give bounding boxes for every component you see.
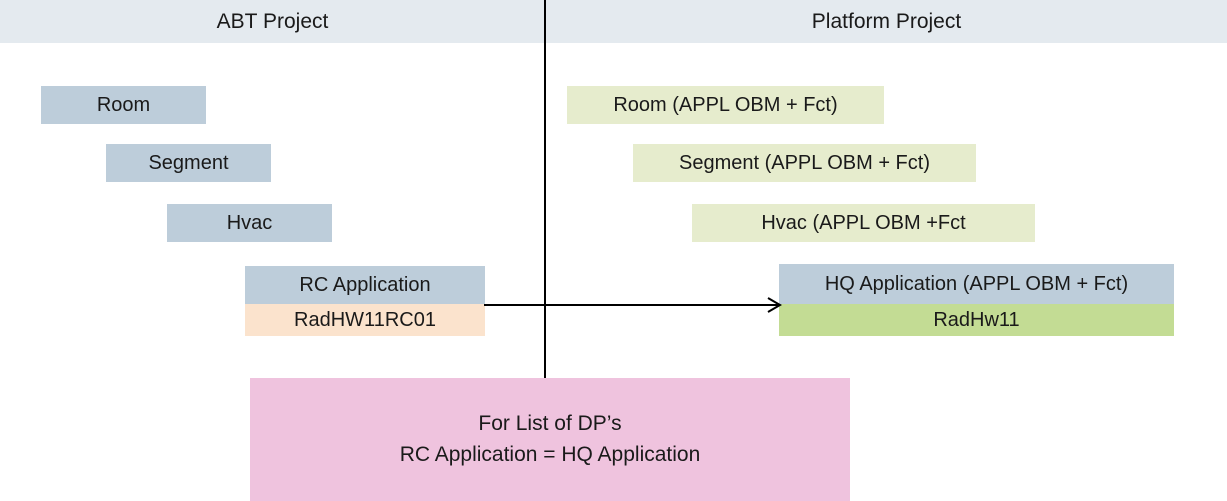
- header-title-abt-project: ABT Project: [216, 10, 329, 33]
- column-divider: [544, 0, 546, 378]
- header-band: [0, 0, 1227, 43]
- node-rc-application[interactable]: RC Application: [245, 266, 485, 304]
- node-radhw11rc01[interactable]: RadHW11RC01: [245, 304, 485, 336]
- node-room[interactable]: Room: [41, 86, 206, 124]
- header-title-platform-project: Platform Project: [811, 10, 962, 33]
- note-box: For List of DP’s RC Application = HQ App…: [250, 378, 850, 501]
- note-line-1: For List of DP’s: [478, 412, 622, 436]
- node-hvac[interactable]: Hvac: [167, 204, 332, 242]
- node-radhw11[interactable]: RadHw11: [779, 304, 1174, 336]
- node-hvac-appl-obm-fct[interactable]: Hvac (APPL OBM +Fct: [692, 204, 1035, 242]
- node-hq-application-appl-obm-fct[interactable]: HQ Application (APPL OBM + Fct): [779, 264, 1174, 304]
- node-segment[interactable]: Segment: [106, 144, 271, 182]
- node-room-appl-obm-fct[interactable]: Room (APPL OBM + Fct): [567, 86, 884, 124]
- arrow-icon: [484, 297, 782, 313]
- node-segment-appl-obm-fct[interactable]: Segment (APPL OBM + Fct): [633, 144, 976, 182]
- rc-to-hq-arrow: [484, 296, 784, 314]
- note-line-2: RC Application = HQ Application: [399, 442, 701, 466]
